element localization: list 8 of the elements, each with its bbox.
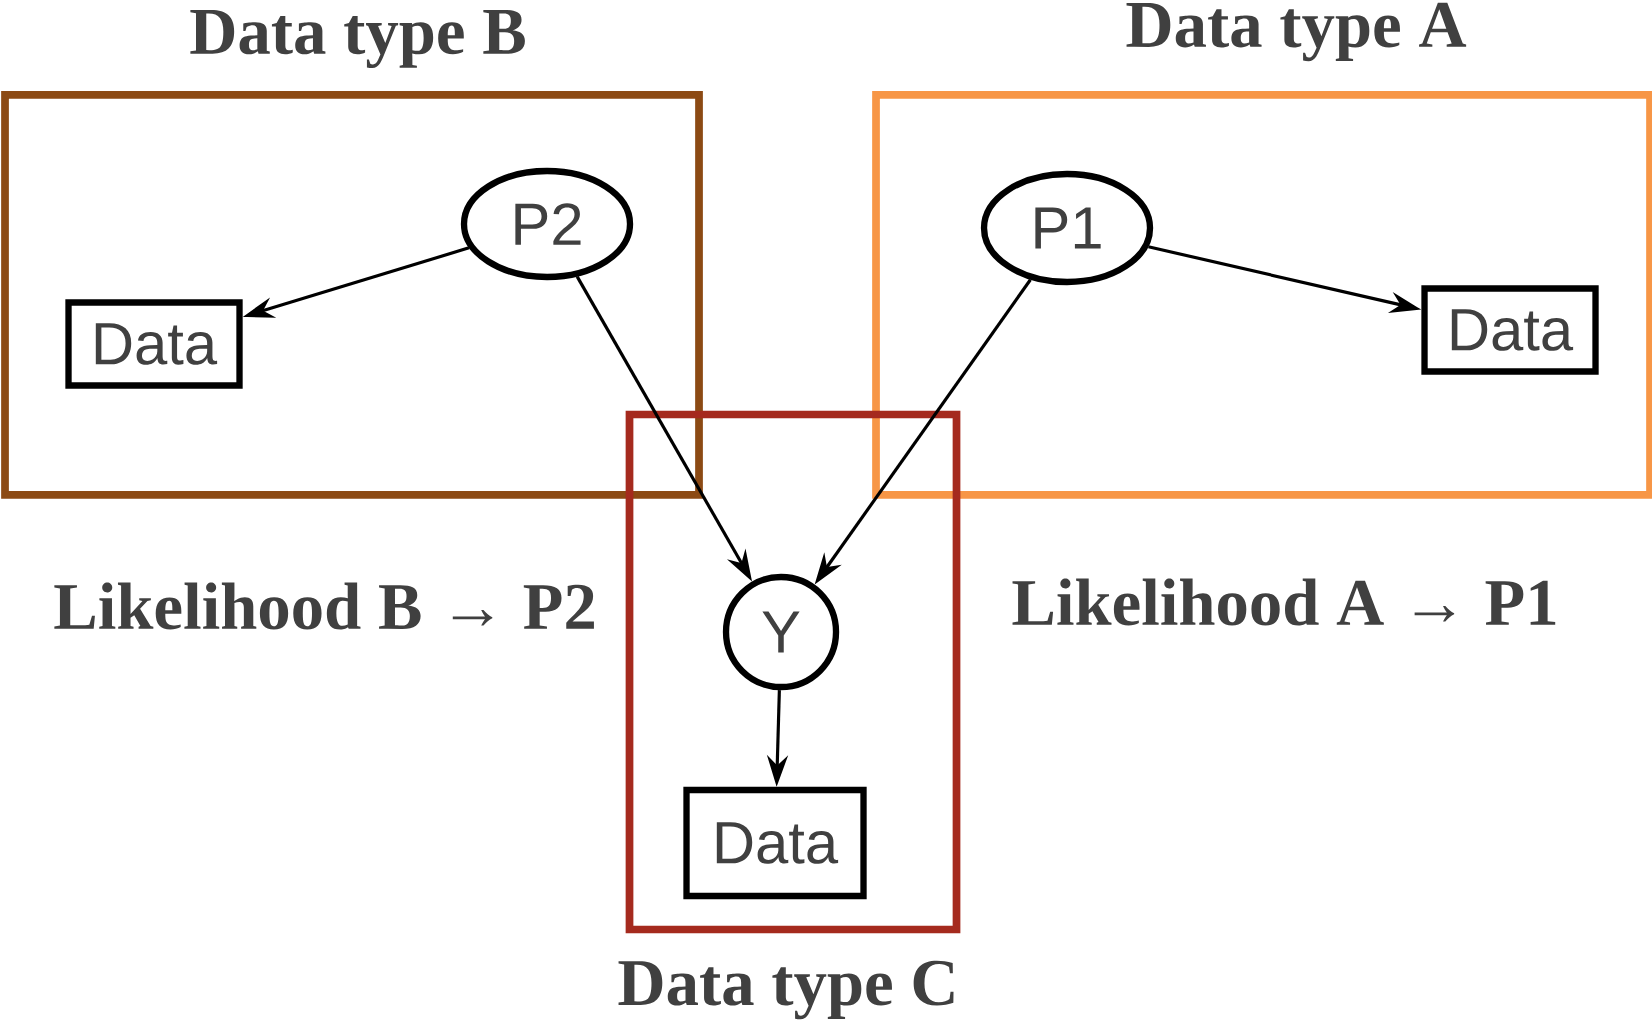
data-box: Data xyxy=(1421,285,1599,375)
data-box: Data xyxy=(683,786,867,900)
data-box: Data xyxy=(65,299,243,389)
likelihood-label: Likelihood A → P1 xyxy=(1012,578,1556,626)
node-label: Data type B xyxy=(190,9,525,69)
likelihood-label: Likelihood B → P2 xyxy=(54,582,594,630)
node-label: Data type A xyxy=(1126,2,1467,62)
node-label: Data type C xyxy=(618,960,954,1020)
